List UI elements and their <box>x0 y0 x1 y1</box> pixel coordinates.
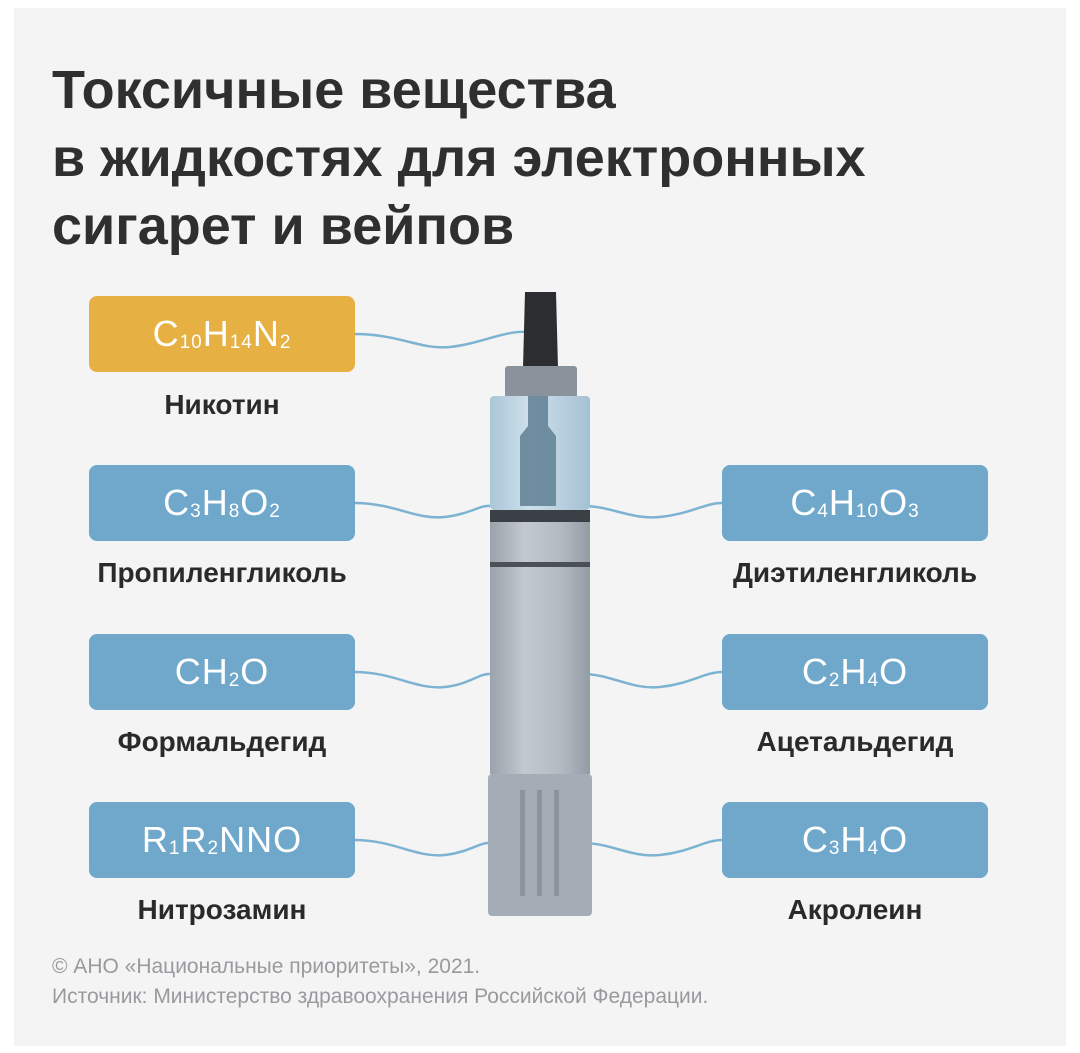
connector-nitrosamine <box>353 838 491 857</box>
grip-ridge-1 <box>520 790 525 896</box>
body-band-1 <box>490 562 590 567</box>
formula-box-propylene-glycol: C3H8O2 <box>89 465 355 541</box>
tank-ring <box>490 510 590 522</box>
mouthpiece <box>523 292 558 368</box>
battery-body <box>490 522 590 774</box>
connector-lines <box>353 330 723 857</box>
connector-acrolein <box>579 838 723 857</box>
formula-propylene-glycol: C3H8O2 <box>163 482 281 523</box>
formula-acetaldehyde: C2H4O <box>801 651 909 692</box>
formula-box-acetaldehyde: C2H4O <box>722 634 988 710</box>
connector-nicotine <box>353 330 529 349</box>
label-nicotine: Никотин <box>164 389 280 420</box>
label-diethylene-glycol: Диэтиленгликоль <box>732 557 978 588</box>
formula-box-diethylene-glycol: C4H10O3 <box>722 465 988 541</box>
chimney <box>520 396 556 506</box>
grip-ridge-3 <box>554 790 559 896</box>
connector-formaldehyde <box>353 670 491 689</box>
formula-acrolein: C3H4O <box>801 819 909 860</box>
footer-source: Источник: Министерство здравоохранения Р… <box>52 985 709 1008</box>
footer: © АНО «Национальные приоритеты», 2021. И… <box>52 952 1012 1012</box>
title-line-1: Токсичные вещества <box>52 60 616 120</box>
label-propylene-glycol: Пропиленгликоль <box>97 557 347 588</box>
footer-copyright: © АНО «Национальные приоритеты», 2021. <box>52 955 481 978</box>
title-line-3: сигарет и вейпов <box>52 196 515 256</box>
connector-propylene <box>353 501 491 519</box>
formula-box-nicotine: C10H14N2 <box>89 296 355 372</box>
formula-box-nitrosamine: R1R2NNO <box>89 802 355 878</box>
connector-diethylene <box>579 501 723 519</box>
formula-nitrosamine: R1R2NNO <box>141 819 303 860</box>
formula-box-acrolein: C3H4O <box>722 802 988 878</box>
label-nitrosamine: Нитрозамин <box>137 894 307 925</box>
label-acetaldehyde: Ацетальдегид <box>756 726 954 757</box>
connector-acetaldehyde <box>579 670 723 689</box>
formula-box-formaldehyde: CH2O <box>89 634 355 710</box>
top-cap <box>505 366 577 398</box>
page-title: Токсичные вещества в жидкостях для элект… <box>52 56 1012 260</box>
label-formaldehyde: Формальдегид <box>117 726 327 757</box>
formula-nicotine: C10H14N2 <box>152 313 292 354</box>
formula-formaldehyde: CH2O <box>174 651 270 692</box>
grip-ridge-2 <box>537 790 542 896</box>
title-line-2: в жидкостях для электронных <box>52 128 866 188</box>
formula-diethylene-glycol: C4H10O3 <box>790 482 920 523</box>
label-acrolein: Акролеин <box>787 894 923 925</box>
